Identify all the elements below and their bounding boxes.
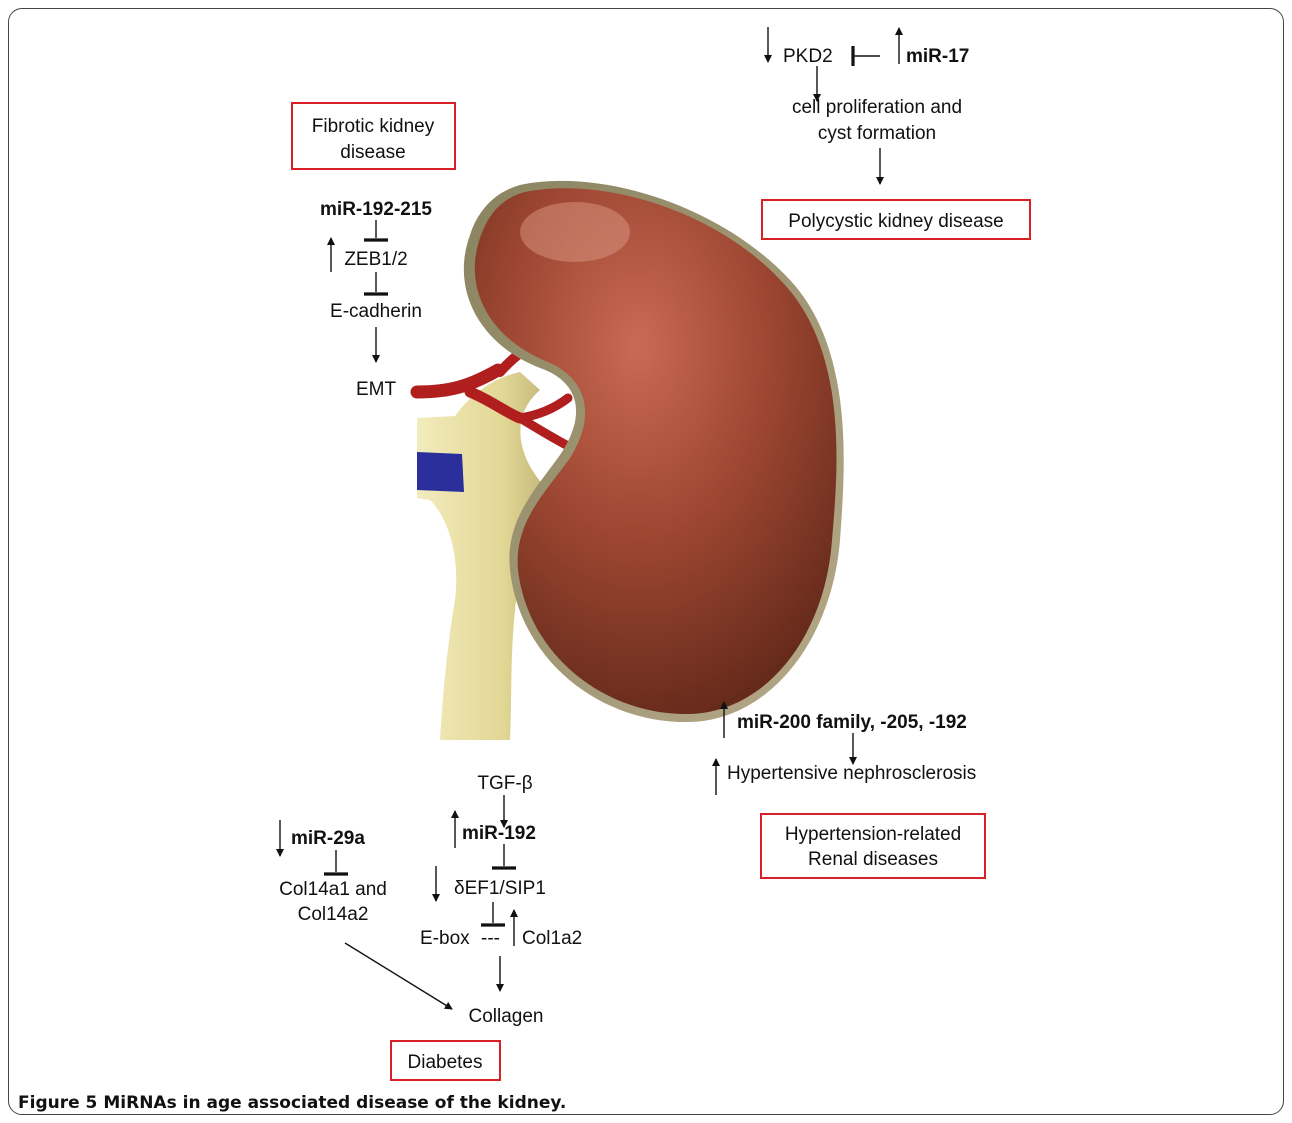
hypertension-mirna: miR-200 family, -205, -192 — [737, 712, 967, 733]
figure-caption: Figure 5 MiRNAs in age associated disease… — [18, 1093, 566, 1113]
polycystic-effect-line2: cyst formation — [818, 123, 936, 144]
fibrotic-outcome: EMT — [356, 379, 397, 400]
diabetes-targets-line2: Col14a2 — [298, 904, 369, 925]
kidney-highlight — [520, 202, 630, 262]
renal-vein — [417, 452, 464, 492]
diagonal-arrow-icon — [345, 943, 452, 1009]
polycystic-section: PKD2 miR-17 cell proliferation and cyst … — [762, 27, 1030, 239]
diabetes-col1a2: Col1a2 — [522, 928, 582, 949]
hypertension-condition: Hypertensive nephrosclerosis — [727, 763, 976, 784]
diabetes-section: miR-29a Col14a1 and Col14a2 TGF-β miR-19… — [279, 773, 582, 1080]
diabetes-ebox: E-box — [420, 928, 470, 949]
diabetes-repressor: δEF1/SIP1 — [454, 878, 546, 899]
fibrotic-title-line2: disease — [340, 142, 406, 163]
diabetes-ebox-link: --- — [481, 928, 500, 949]
diabetes-title: Diabetes — [408, 1052, 483, 1073]
figure-label: Figure 5 — [18, 1093, 97, 1113]
hypertension-title-line1: Hypertension-related — [785, 824, 961, 845]
kidney-body — [475, 188, 837, 714]
polycystic-effect-line1: cell proliferation and — [792, 97, 962, 118]
diabetes-mirna-a: miR-29a — [291, 828, 365, 849]
diabetes-signal: TGF-β — [477, 773, 532, 794]
hypertension-section: miR-200 family, -205, -192 Hypertensive … — [716, 702, 985, 878]
polycystic-gene: PKD2 — [783, 46, 833, 67]
fibrotic-section: Fibrotic kidney disease miR-192-215 ZEB1… — [292, 103, 455, 400]
hypertension-title-line2: Renal diseases — [808, 849, 938, 870]
kidney-illustration — [417, 181, 844, 740]
polycystic-mirna: miR-17 — [906, 46, 969, 67]
figure-title: MiRNAs in age associated disease of the … — [103, 1093, 566, 1113]
diabetes-product: Collagen — [469, 1006, 544, 1027]
fibrotic-mirna: miR-192-215 — [320, 199, 432, 220]
fibrotic-target: ZEB1/2 — [344, 249, 407, 270]
fibrotic-effector: E-cadherin — [330, 301, 422, 322]
fibrotic-title-line1: Fibrotic kidney — [312, 116, 435, 137]
diabetes-targets-line1: Col14a1 and — [279, 879, 387, 900]
polycystic-title: Polycystic kidney disease — [788, 211, 1003, 232]
diabetes-mirna-b: miR-192 — [462, 823, 536, 844]
